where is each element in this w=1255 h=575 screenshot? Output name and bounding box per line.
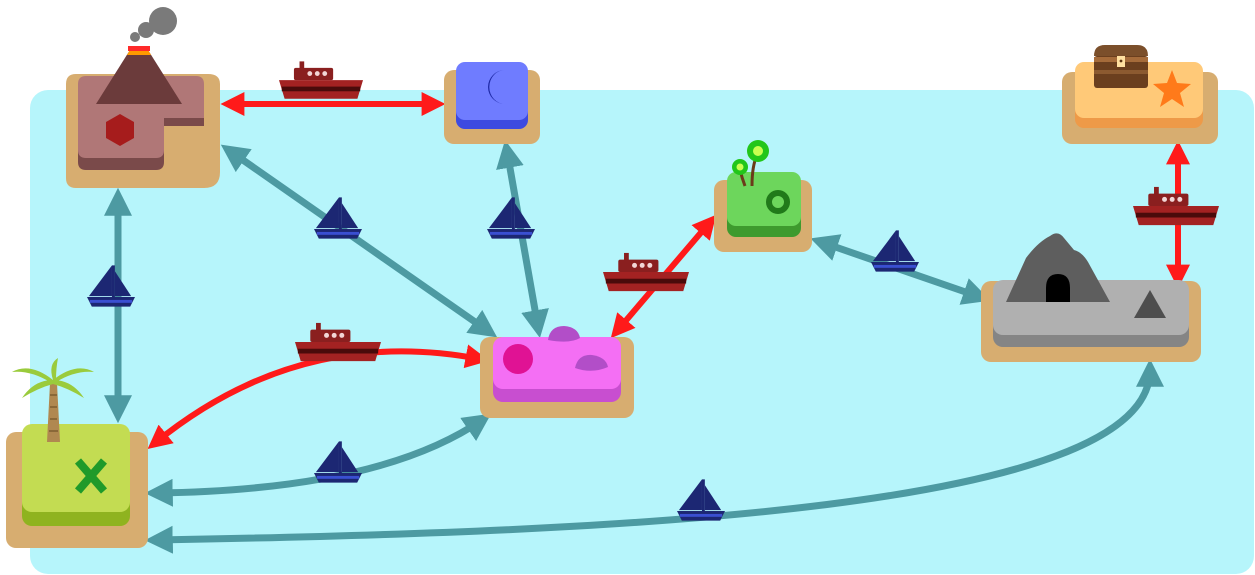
star-icon (1153, 70, 1191, 107)
rock-icon (575, 354, 608, 371)
ferry-boat-icon (279, 61, 363, 99)
cave-entrance-icon (1046, 274, 1070, 302)
island-garden[interactable] (714, 140, 812, 252)
cave-mountain-icon (1006, 233, 1110, 302)
hexagon-icon (106, 114, 134, 146)
rock-icon (548, 326, 580, 342)
x-mark-icon (74, 458, 108, 494)
island-palm[interactable] (6, 358, 148, 548)
island-moon[interactable] (444, 62, 540, 144)
treasure-chest-icon (1094, 45, 1148, 88)
island-pink[interactable] (480, 326, 634, 418)
flower-sprouts-icon (732, 140, 769, 187)
route-palm-cave[interactable] (144, 358, 1164, 554)
smoke-icon (130, 7, 177, 42)
island-treasure[interactable] (1062, 45, 1218, 144)
route-moon-pink[interactable] (496, 139, 549, 339)
island-volcano[interactable] (66, 7, 220, 188)
triangle-icon (1134, 290, 1166, 318)
volcano-icon (96, 50, 182, 104)
palm-tree-icon (12, 358, 94, 442)
circle-icon (503, 344, 533, 374)
route-volcano-pink[interactable] (220, 144, 498, 338)
ring-icon (766, 190, 790, 214)
island-cave[interactable] (981, 233, 1201, 362)
